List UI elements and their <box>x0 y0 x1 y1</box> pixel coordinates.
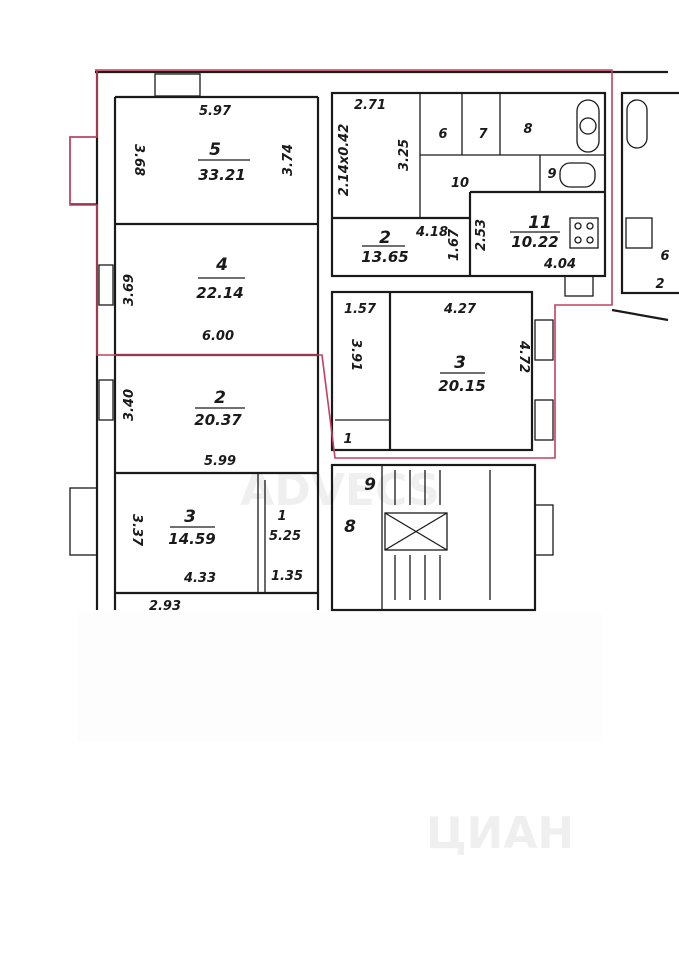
walls <box>69 70 679 612</box>
room-3-right: 3 20.15 4.27 1.57 3.91 4.72 <box>344 302 531 395</box>
svg-text:5.99: 5.99 <box>204 454 236 469</box>
small-room-labels: 6 7 8 9 10 1 <box>343 122 556 447</box>
svg-text:1: 1 <box>277 509 286 524</box>
svg-text:20.15: 20.15 <box>438 377 485 395</box>
svg-text:6: 6 <box>438 127 447 142</box>
svg-text:9: 9 <box>364 475 376 495</box>
svg-text:10.22: 10.22 <box>511 233 558 251</box>
svg-text:2: 2 <box>655 277 664 292</box>
svg-text:1: 1 <box>343 432 352 447</box>
svg-text:11: 11 <box>528 213 552 233</box>
room-11-kitchen: 11 10.22 2.53 4.04 <box>474 213 576 272</box>
svg-text:2: 2 <box>379 228 391 248</box>
svg-text:3.69: 3.69 <box>122 274 137 306</box>
svg-text:3.25: 3.25 <box>397 139 412 171</box>
svg-text:8: 8 <box>523 122 532 137</box>
watermark-cian: ЦИАН <box>426 808 575 859</box>
corridor-labels: 9 8 1 5.25 1.35 2.93 <box>149 475 376 614</box>
svg-text:5.97: 5.97 <box>199 104 232 119</box>
room-2-left: 2 20.37 3.40 5.99 <box>122 388 245 469</box>
toilet-icon <box>576 99 600 153</box>
svg-text:3.40: 3.40 <box>122 389 137 421</box>
svg-text:5: 5 <box>209 140 221 160</box>
svg-text:4.04: 4.04 <box>543 257 576 272</box>
svg-text:22.14: 22.14 <box>196 284 243 302</box>
svg-text:6: 6 <box>660 249 669 264</box>
neighbor-toilet-icon <box>626 99 648 149</box>
svg-text:2.14x0.42: 2.14x0.42 <box>337 124 352 197</box>
room-3-left: 3 14.59 3.37 4.33 <box>129 507 216 586</box>
svg-text:20.37: 20.37 <box>194 411 242 429</box>
svg-text:4: 4 <box>215 255 228 275</box>
svg-text:33.21: 33.21 <box>198 166 245 184</box>
svg-text:9: 9 <box>547 167 556 182</box>
svg-text:4.27: 4.27 <box>443 302 477 317</box>
room-5: 5 33.21 5.97 3.68 3.74 <box>131 104 296 184</box>
svg-text:2.53: 2.53 <box>474 219 489 251</box>
stove-icon <box>569 217 599 249</box>
svg-text:1.67: 1.67 <box>447 228 462 261</box>
svg-text:13.65: 13.65 <box>361 248 408 266</box>
svg-text:4.33: 4.33 <box>183 571 216 586</box>
neighbor-stove-icon <box>625 217 653 249</box>
svg-text:4.72: 4.72 <box>516 340 531 373</box>
svg-text:1.57: 1.57 <box>344 302 377 317</box>
svg-text:1.35: 1.35 <box>271 569 303 584</box>
room-2-middle: 2 13.65 2.71 2.14x0.42 3.25 4.18 1.67 <box>337 98 462 266</box>
svg-text:14.59: 14.59 <box>168 530 215 548</box>
svg-text:2.93: 2.93 <box>149 599 181 614</box>
room-4: 4 22.14 3.69 6.00 <box>122 255 245 344</box>
svg-text:8: 8 <box>344 517 356 537</box>
blank-area <box>77 612 602 742</box>
svg-text:4.18: 4.18 <box>415 225 448 240</box>
bathtub-icon <box>559 162 596 188</box>
svg-text:10: 10 <box>451 176 469 191</box>
svg-text:7: 7 <box>478 127 488 142</box>
svg-text:3.74: 3.74 <box>281 144 296 176</box>
svg-text:3.91: 3.91 <box>348 339 363 371</box>
svg-text:6.00: 6.00 <box>202 329 234 344</box>
neighbor-labels: 6 2 <box>655 249 669 292</box>
svg-text:2.71: 2.71 <box>354 98 386 113</box>
svg-text:3.37: 3.37 <box>129 514 144 547</box>
apartment-boundary <box>69 69 613 459</box>
svg-text:5.25: 5.25 <box>269 529 301 544</box>
watermark-advecs: ADVECS <box>240 465 439 516</box>
svg-text:3.68: 3.68 <box>131 144 146 176</box>
svg-text:2: 2 <box>214 388 226 408</box>
svg-text:3: 3 <box>184 507 196 527</box>
svg-text:3: 3 <box>454 353 466 373</box>
